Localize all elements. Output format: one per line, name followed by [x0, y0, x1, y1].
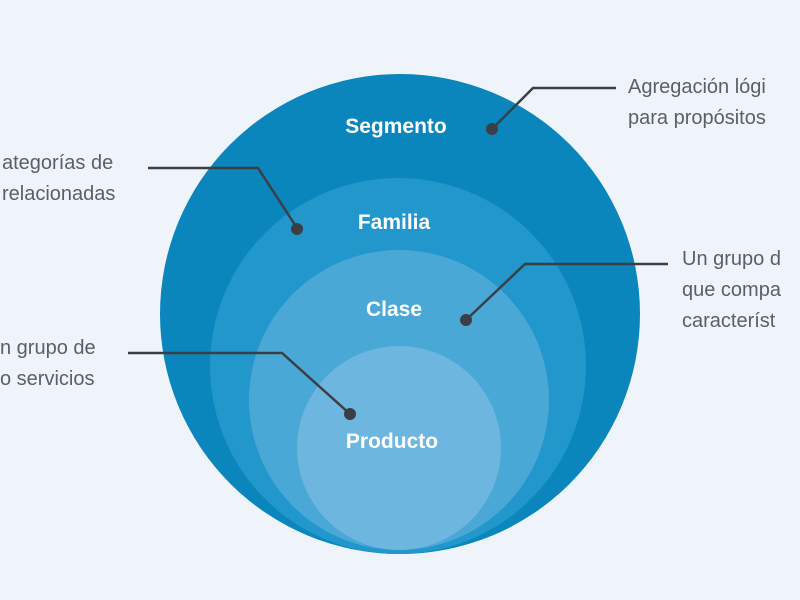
segmento-connector-dot — [486, 123, 498, 135]
producto-callout: n grupo de o servicios — [0, 333, 96, 395]
familia-callout-line-2: relacionadas — [2, 183, 116, 205]
producto-callout-line-1: n grupo de — [0, 337, 96, 359]
segmento-connector-line — [491, 86, 616, 130]
familia-connector-line — [148, 166, 299, 229]
producto-callout-line-2: o servicios — [0, 368, 95, 390]
segmento-label: Segmento — [345, 115, 447, 138]
segmento-callout: Agregación lógi para propósitos — [628, 72, 766, 134]
clase-callout: Un grupo d que compa característ — [682, 244, 781, 337]
clase-connector-line — [465, 262, 668, 321]
familia-connector-dot — [291, 223, 303, 235]
clase-callout-line-3: característ — [682, 310, 776, 332]
familia-callout: ategorías de relacionadas — [2, 148, 115, 210]
producto-connector-dot — [344, 408, 356, 420]
clase-label: Clase — [366, 298, 422, 321]
producto-circle — [297, 346, 501, 550]
familia-label: Familia — [358, 211, 431, 234]
producto-label: Producto — [346, 430, 438, 453]
segmento-callout-line-1: Agregación lógi — [628, 76, 766, 98]
segmento-callout-line-2: para propósitos — [628, 107, 766, 129]
clase-callout-line-2: que compa — [682, 279, 781, 301]
familia-callout-line-1: ategorías de — [2, 152, 114, 174]
producto-connector-line — [128, 351, 351, 415]
clase-callout-line-1: Un grupo d — [682, 248, 781, 270]
clase-connector-dot — [460, 314, 472, 326]
